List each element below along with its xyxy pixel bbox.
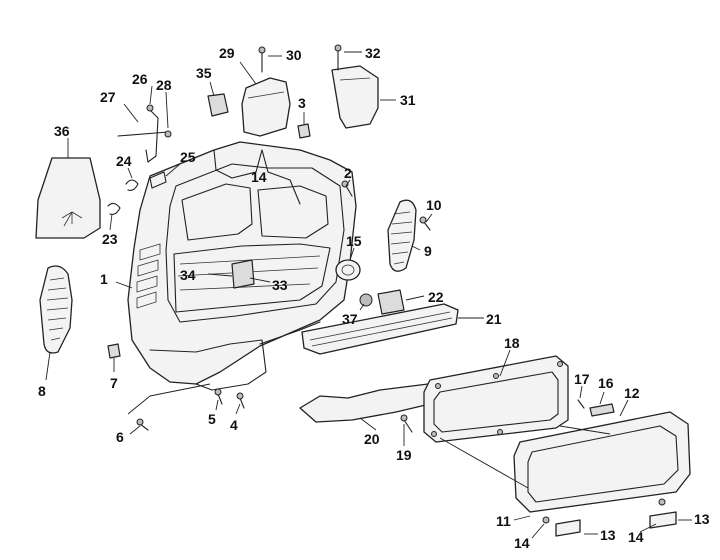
callout-13-left: 13: [600, 527, 616, 543]
callout-34: 34: [180, 267, 196, 283]
callout-6: 6: [116, 429, 124, 445]
callout-5: 5: [208, 411, 216, 427]
part-26-27-28-bracket: [117, 104, 172, 163]
callout-25: 25: [180, 149, 196, 165]
part-16-17-bar: [577, 399, 615, 417]
callout-12: 12: [624, 385, 640, 401]
part-9-right-grille: [387, 199, 417, 272]
callout-1: 1: [100, 271, 108, 287]
callout-22: 22: [428, 289, 444, 305]
callout-30: 30: [286, 47, 302, 63]
callout-10: 10: [426, 197, 442, 213]
leader-lines: [45, 51, 692, 539]
part-8-left-grille: [39, 265, 73, 354]
part-29-plate: [241, 77, 291, 137]
callout-33: 33: [272, 277, 288, 293]
callout-17: 17: [574, 371, 590, 387]
part-3-clip: [297, 123, 311, 139]
hardware-screws: [107, 44, 666, 524]
callout-28: 28: [156, 77, 172, 93]
part-23-hook: [107, 202, 121, 215]
part-15-ring: [335, 259, 361, 281]
callout-26: 26: [132, 71, 148, 87]
part-34-latch: [231, 259, 255, 289]
callout-13-right: 13: [694, 511, 710, 527]
callout-11: 11: [496, 513, 511, 529]
callout-32: 32: [365, 45, 381, 61]
callout-7: 7: [110, 375, 118, 391]
part-37-grommet: [359, 293, 373, 307]
part-12-rear-panel: [513, 411, 691, 513]
callout-18: 18: [504, 335, 520, 351]
callout-24: 24: [116, 153, 132, 169]
callout-8: 8: [38, 383, 46, 399]
callout-14-bottom-right: 14: [628, 529, 644, 545]
callout-20: 20: [364, 431, 380, 447]
callout-36: 36: [54, 123, 70, 139]
part-18-framed-panel: [423, 355, 569, 443]
callout-9: 9: [424, 243, 432, 259]
callout-31: 31: [400, 92, 416, 108]
part-24-25-clips: [125, 171, 167, 191]
part-36-side-panel: [35, 157, 101, 239]
callout-4: 4: [230, 417, 238, 433]
callout-3: 3: [298, 95, 306, 111]
callout-19: 19: [396, 447, 412, 463]
part-35-bracket: [207, 93, 229, 117]
callout-21: 21: [486, 311, 502, 327]
callout-14-top: 14: [251, 169, 267, 185]
callout-16: 16: [598, 375, 614, 391]
part-31-cover: [331, 65, 379, 129]
callout-14-bottom-left: 14: [514, 535, 530, 551]
callout-35: 35: [196, 65, 212, 81]
callout-labels: 29 30 32 35 31 26 28 27 3 36 24 25 14 2 …: [38, 45, 710, 551]
callout-23: 23: [102, 231, 118, 247]
part-13-clips: [555, 511, 677, 537]
part-22-block: [377, 289, 405, 315]
callout-15: 15: [346, 233, 362, 249]
part-21-trim-strip: [301, 303, 459, 355]
callout-29: 29: [219, 45, 235, 61]
callout-27: 27: [100, 89, 116, 105]
callout-2: 2: [344, 165, 352, 181]
callout-37: 37: [342, 311, 358, 327]
